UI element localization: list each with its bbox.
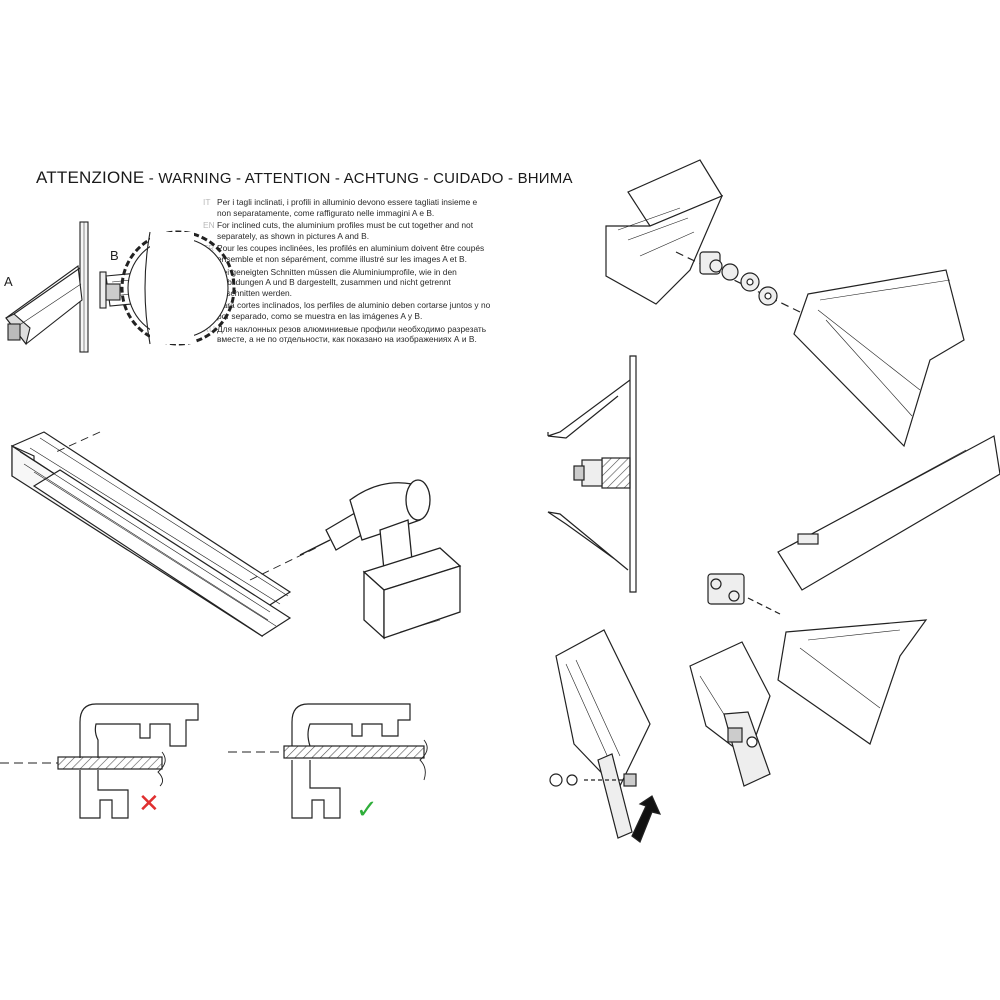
instruction-text: Pour les coupes inclinées, les profilés …	[217, 243, 485, 264]
instruction-it: IT Per i tagli inclinati, i profili in a…	[203, 197, 493, 218]
section-right	[228, 703, 428, 819]
section-with-bracket	[547, 355, 637, 593]
angled-profile-lower	[777, 619, 928, 745]
wrong-mark: ✕	[138, 789, 160, 819]
saw-blade-icon	[120, 230, 236, 346]
instruction-text: Bei geneigten Schnitten müssen die Alumi…	[217, 266, 457, 298]
angled-profile-upper	[777, 435, 1000, 591]
picture-b-label: B	[110, 248, 119, 263]
warning-title-main: ATTENZIONE	[36, 168, 145, 187]
mounting-step-2	[689, 641, 771, 787]
lang-code: EN	[203, 220, 215, 231]
instruction-text: For inclined cuts, the aluminium profile…	[217, 220, 474, 241]
mounting-step-1	[549, 629, 662, 843]
warning-title: ATTENZIONE - WARNING - ATTENTION - ACHTU…	[36, 168, 573, 188]
picture-a-label: A	[4, 274, 13, 289]
instructions-block: IT Per i tagli inclinati, i profili in a…	[203, 197, 493, 347]
connector-bolts	[675, 251, 801, 313]
lang-code: RU	[203, 323, 216, 334]
instruction-text: Para cortes inclinados, los perfiles de …	[217, 300, 491, 321]
instruction-ru: RU Для наклонных резов алюминиевые профи…	[203, 324, 493, 345]
right-mark: ✓	[356, 795, 378, 825]
long-profile-drilling	[10, 431, 321, 638]
instruction-text: Per i tagli inclinati, i profili in allu…	[217, 197, 478, 218]
instruction-text: Для наклонных резов алюминиевые профили …	[217, 323, 487, 345]
lang-code: IT	[203, 197, 211, 207]
instruction-en: EN For inclined cuts, the aluminium prof…	[203, 220, 493, 241]
warning-title-translations: - WARNING - ATTENTION - ACHTUNG - CUIDAD…	[144, 170, 573, 187]
corner-connector	[707, 573, 781, 615]
section-wrong	[0, 703, 199, 819]
drill-icon	[299, 479, 462, 640]
joint-top-left-profile	[605, 159, 724, 305]
joint-right-profile	[793, 269, 965, 448]
picture-a-profile-cut	[5, 221, 89, 353]
